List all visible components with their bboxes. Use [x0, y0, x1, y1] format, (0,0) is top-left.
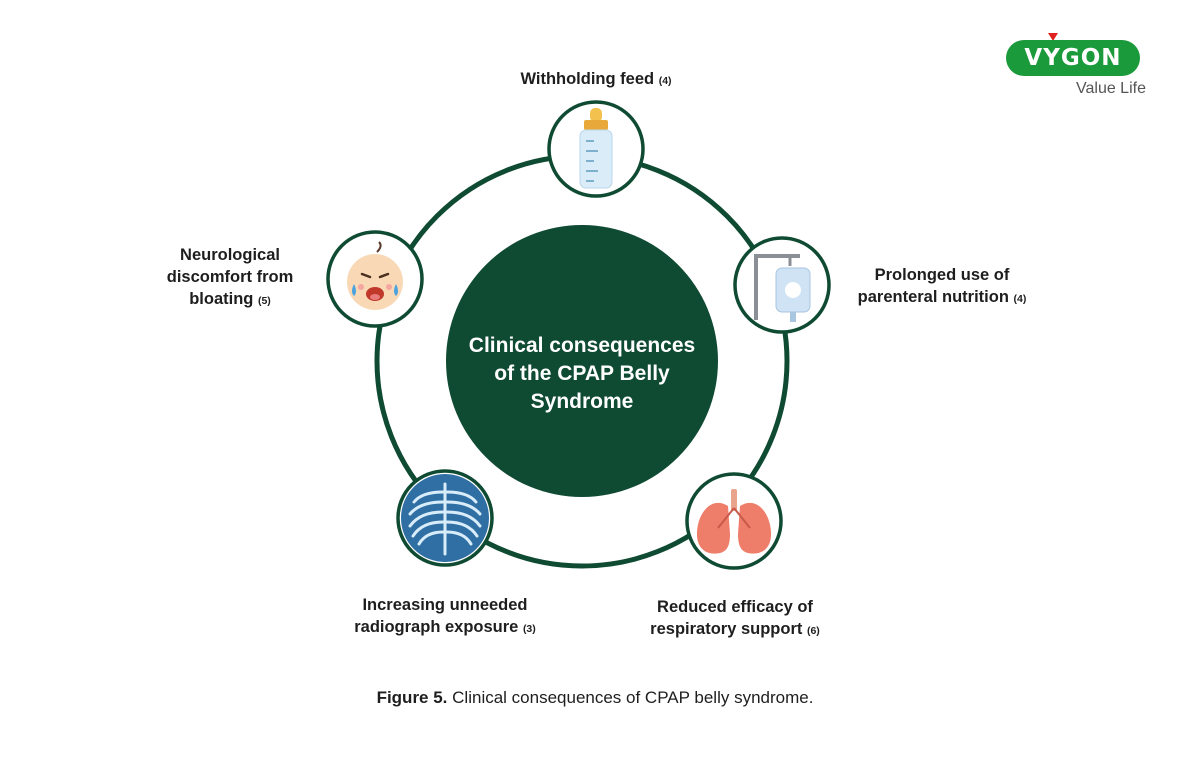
- lungs-icon: [696, 489, 772, 554]
- label-neurological-discomfort: Neurological discomfort from bloating (5…: [166, 246, 294, 308]
- node-withholding-feed: [547, 100, 645, 198]
- center-title: Clinical consequences of the CPAP Belly …: [468, 334, 696, 413]
- caption-text: Clinical consequences of CPAP belly synd…: [452, 688, 814, 707]
- baby-bottle-icon: [579, 108, 613, 189]
- logo-pill: VYGON: [1006, 40, 1140, 76]
- node-neurological-discomfort: [326, 230, 424, 328]
- label-withholding-feed: Withholding feed (4): [520, 70, 672, 88]
- node-respiratory-support: [685, 472, 783, 570]
- caption-label: Figure 5.: [376, 688, 448, 707]
- logo-red-mark-icon: [1048, 33, 1058, 41]
- figure-caption: Figure 5. Clinical consequences of CPAP …: [0, 688, 1190, 708]
- label-radiograph-exposure: Increasing unneeded radiograph exposure …: [354, 596, 536, 636]
- iv-bag-icon: [754, 254, 811, 322]
- logo-tagline: Value Life: [1076, 80, 1146, 97]
- logo-brand-text: VYGON: [1024, 45, 1122, 71]
- node-radiograph-exposure: [396, 469, 494, 567]
- crying-baby-icon: [347, 241, 403, 310]
- label-parenteral-nutrition: Prolonged use of parenteral nutrition (4…: [857, 266, 1027, 306]
- label-respiratory-support: Reduced efficacy of respiratory support …: [650, 598, 820, 638]
- node-parenteral-nutrition: [733, 236, 831, 334]
- xray-ribcage-icon: [408, 482, 482, 556]
- vygon-logo: VYGON Value Life: [1006, 30, 1166, 110]
- center-disk: [446, 225, 718, 497]
